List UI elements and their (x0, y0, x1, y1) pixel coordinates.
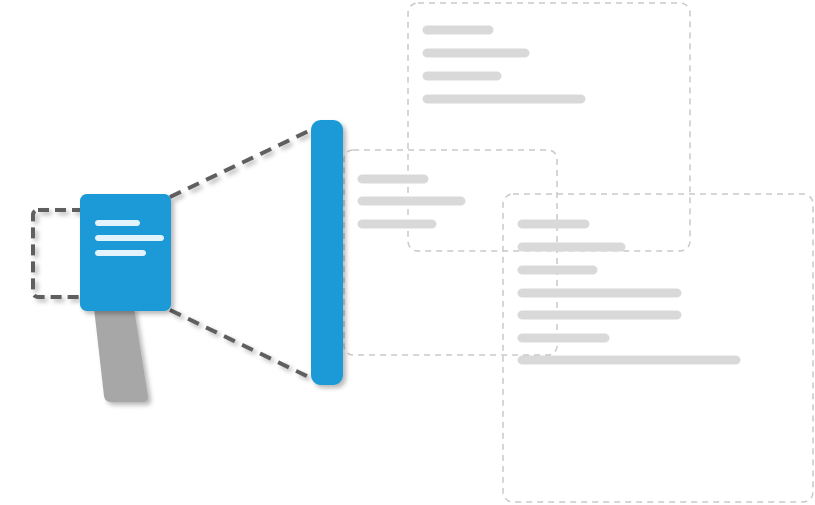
megaphone-cone-outline (169, 126, 316, 382)
megaphone-handle (94, 308, 149, 402)
placeholder-card-middle (343, 149, 558, 356)
placeholder-card-top (407, 2, 691, 252)
megaphone-back-outline (31, 208, 87, 299)
megaphone-icon (31, 120, 343, 402)
megaphone-bell (311, 120, 343, 385)
placeholder-card-bottom (502, 193, 814, 503)
